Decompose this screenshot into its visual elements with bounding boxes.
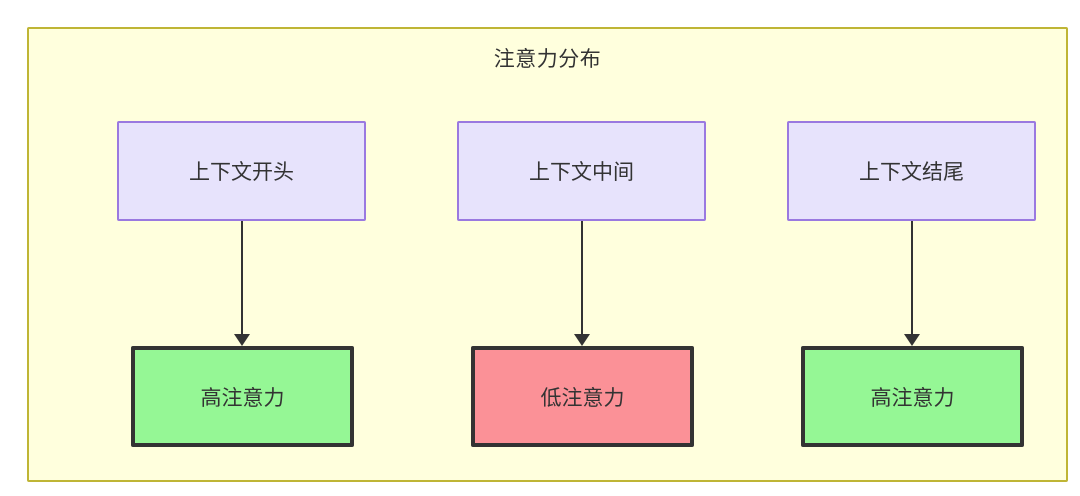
- edge-context-middle-to-attention: [581, 221, 583, 338]
- node-attention-high-end[interactable]: 高注意力: [801, 346, 1024, 447]
- node-attention-high-start[interactable]: 高注意力: [131, 346, 354, 447]
- arrowhead-icon-column-1: [234, 334, 250, 346]
- edge-context-end-to-attention: [911, 221, 913, 338]
- node-context-middle[interactable]: 上下文中间: [457, 121, 706, 221]
- edge-context-start-to-attention: [241, 221, 243, 338]
- attention-distribution-container: 注意力分布 上下文开头 上下文中间 上下文结尾 高注意力 低注意力 高注意力: [27, 27, 1068, 482]
- node-context-start[interactable]: 上下文开头: [117, 121, 366, 221]
- node-context-end[interactable]: 上下文结尾: [787, 121, 1036, 221]
- diagram-title: 注意力分布: [493, 48, 602, 71]
- arrowhead-icon-column-2: [574, 334, 590, 346]
- node-attention-low-middle[interactable]: 低注意力: [471, 346, 694, 447]
- arrowhead-icon-column-3: [904, 334, 920, 346]
